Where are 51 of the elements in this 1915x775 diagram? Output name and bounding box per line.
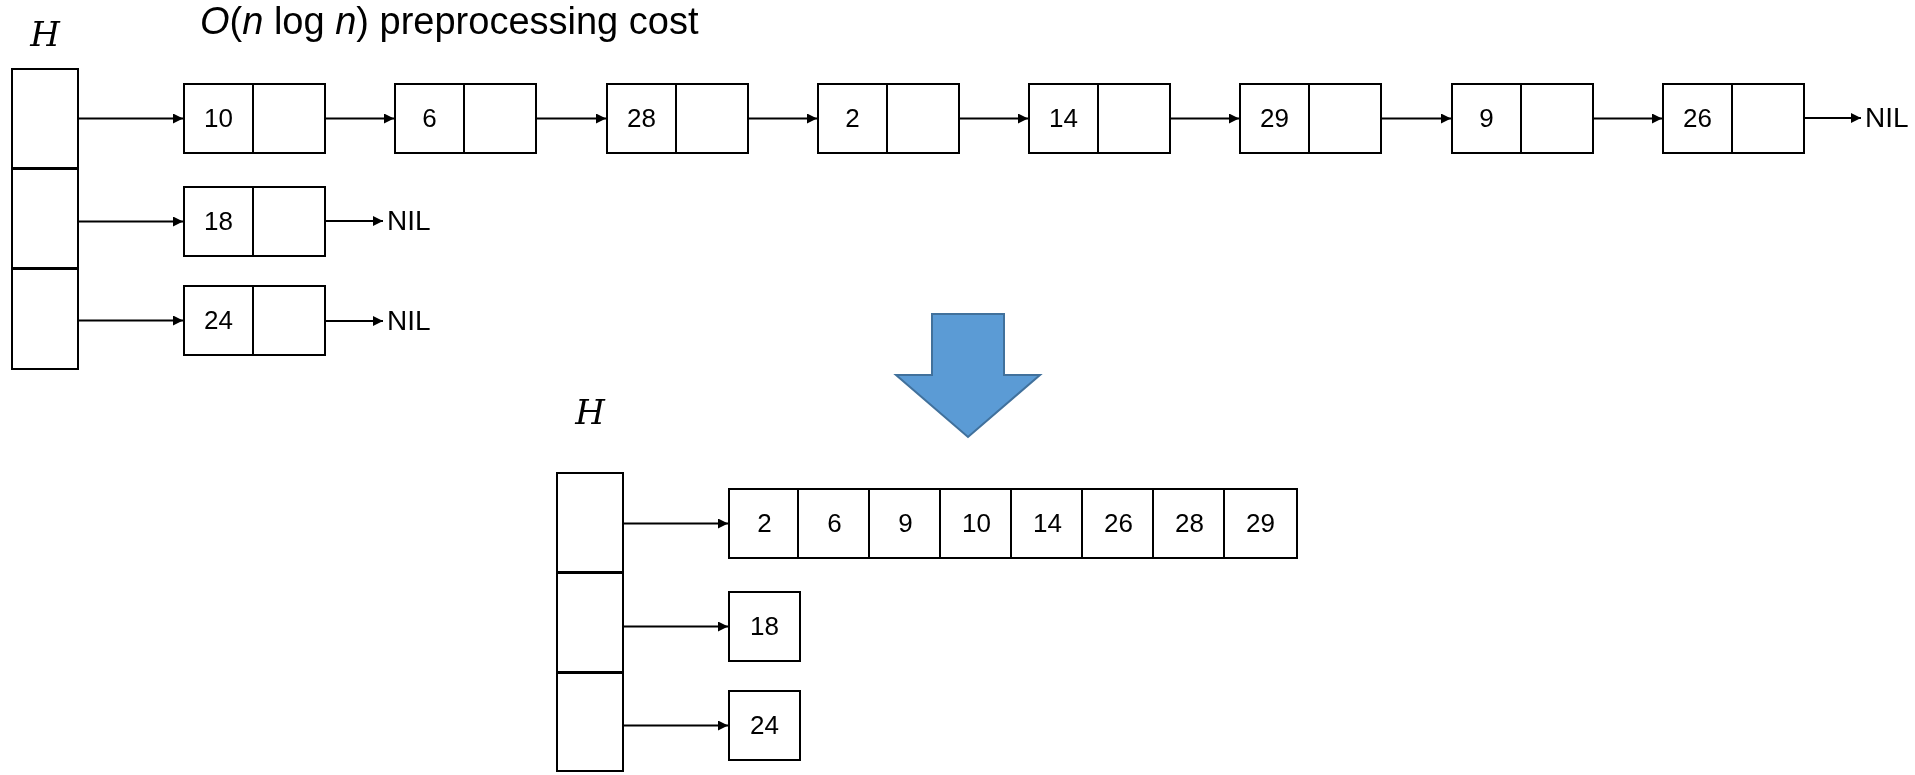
table-slot bbox=[556, 672, 624, 772]
node-value: 9 bbox=[1453, 85, 1522, 152]
table-slot bbox=[556, 572, 624, 673]
arrow bbox=[623, 621, 729, 632]
array-cell: 29 bbox=[1223, 488, 1298, 559]
arrow bbox=[623, 518, 729, 529]
node-value: 6 bbox=[396, 85, 465, 152]
node-value: 29 bbox=[1241, 85, 1310, 152]
arrow bbox=[623, 720, 729, 731]
node-value: 26 bbox=[1664, 85, 1733, 152]
nil-label: NIL bbox=[1865, 99, 1913, 137]
list-node bbox=[1028, 83, 1171, 154]
node-value: 18 bbox=[185, 188, 254, 255]
table-slot bbox=[11, 268, 79, 370]
arrow bbox=[325, 216, 384, 226]
table-label: H bbox=[28, 14, 62, 54]
list-node bbox=[394, 83, 537, 154]
arrow bbox=[78, 216, 184, 227]
array-cell: 24 bbox=[728, 690, 801, 761]
list-node bbox=[183, 83, 326, 154]
table-slot bbox=[556, 472, 624, 573]
list-node bbox=[1239, 83, 1382, 154]
table-label: H bbox=[573, 392, 607, 432]
list-node bbox=[817, 83, 960, 154]
node-value: 28 bbox=[608, 85, 677, 152]
arrow bbox=[1381, 113, 1452, 124]
list-node bbox=[1451, 83, 1594, 154]
slide-title: O(n log n) preprocessing cost bbox=[200, 0, 699, 43]
node-value: 2 bbox=[819, 85, 888, 152]
arrow bbox=[959, 113, 1029, 124]
node-value: 14 bbox=[1030, 85, 1099, 152]
table-slot bbox=[11, 168, 79, 269]
node-value: 24 bbox=[185, 287, 254, 354]
arrow bbox=[78, 315, 184, 326]
arrow bbox=[1804, 113, 1862, 123]
list-node bbox=[183, 285, 326, 356]
arrow bbox=[536, 113, 607, 124]
nil-label: NIL bbox=[387, 202, 435, 240]
list-node bbox=[606, 83, 749, 154]
arrow bbox=[325, 113, 395, 124]
node-value: 10 bbox=[185, 85, 254, 152]
arrow bbox=[1170, 113, 1240, 124]
arrow bbox=[78, 113, 184, 124]
nil-label: NIL bbox=[387, 302, 435, 340]
table-slot bbox=[11, 68, 79, 169]
list-node bbox=[183, 186, 326, 257]
arrow bbox=[748, 113, 818, 124]
list-node bbox=[1662, 83, 1805, 154]
arrow bbox=[1593, 113, 1663, 124]
arrow bbox=[325, 316, 384, 326]
array-cell: 18 bbox=[728, 591, 801, 662]
